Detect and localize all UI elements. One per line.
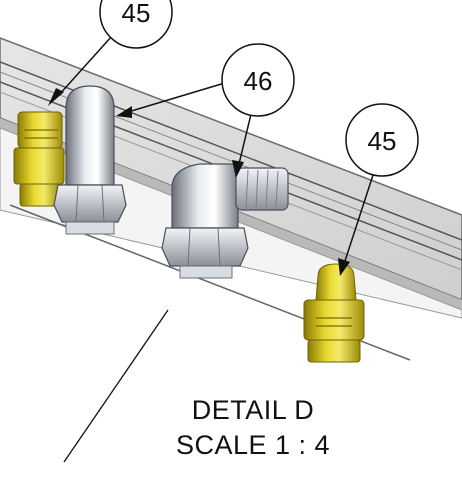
leader-lines: [48, 35, 375, 463]
callout-label: 46: [244, 66, 273, 96]
steel-plug: [53, 85, 127, 235]
brass-fitting-right: [303, 263, 365, 363]
brass-fitting-left: [13, 111, 65, 207]
detail-caption: DETAIL D SCALE 1 : 4: [176, 395, 330, 460]
callout-45-left: 45: [99, 0, 173, 49]
arrowhead-45-right: [338, 258, 350, 276]
callout-label: 45: [122, 0, 151, 28]
callout-46: 46: [221, 43, 295, 117]
arrowhead-46-plug: [116, 106, 132, 118]
arrowhead-46-elbow: [232, 160, 244, 178]
arrowhead-45-left: [48, 88, 64, 106]
detail-scale: SCALE 1 : 4: [176, 430, 330, 460]
callout-label: 45: [368, 126, 397, 156]
detail-title: DETAIL D: [192, 395, 315, 425]
steel-elbow: [161, 163, 289, 279]
section-leader-line: [63, 309, 169, 463]
callout-45-right: 45: [345, 103, 419, 177]
